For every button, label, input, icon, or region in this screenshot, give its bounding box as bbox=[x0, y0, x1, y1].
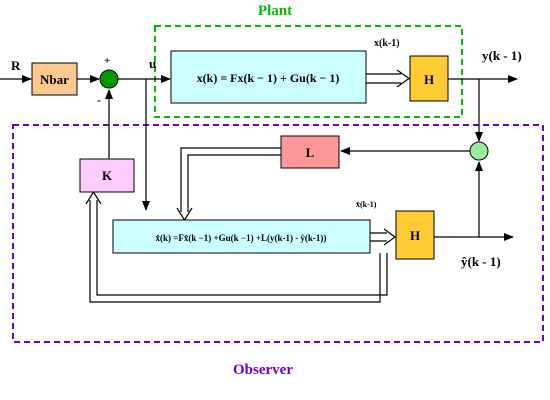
l-block bbox=[280, 135, 340, 169]
state-double-arrow bbox=[366, 69, 411, 88]
r-label: R bbox=[11, 58, 21, 73]
l-label: L bbox=[306, 145, 315, 160]
h-plant-block bbox=[409, 55, 449, 102]
plus-sign: + bbox=[104, 55, 110, 67]
plant-title: Plant bbox=[258, 3, 292, 19]
xhat-km1-label: x̂(k-1) bbox=[356, 200, 377, 209]
sum-junction bbox=[99, 69, 119, 89]
x-km1-label: x(k-1) bbox=[374, 38, 400, 49]
h-observer-label: H bbox=[410, 228, 420, 243]
k-block bbox=[79, 158, 135, 193]
observer-equation-block bbox=[112, 219, 371, 254]
plant-equation: x(k) = Fx(k − 1) + Gu(k − 1) bbox=[197, 71, 340, 85]
minus-sign: - bbox=[97, 93, 101, 107]
h-observer-block bbox=[395, 210, 435, 260]
observer-title: Observer bbox=[233, 362, 293, 378]
k-label: K bbox=[102, 168, 113, 183]
l-double-arrow bbox=[176, 147, 281, 222]
plant-region bbox=[154, 25, 463, 118]
plant-equation-block bbox=[170, 50, 367, 104]
sum-junction-observer bbox=[469, 141, 489, 161]
observer-equation: x̂(k) =Fx̂(k −1) +Gu(k −1) +L(y(k-1) - ŷ… bbox=[156, 233, 327, 243]
y-label: y(k - 1) bbox=[482, 48, 522, 63]
u-label: u bbox=[149, 56, 156, 71]
observer-region bbox=[12, 124, 544, 343]
estimate-double-arrow bbox=[370, 228, 397, 246]
h-plant-label: H bbox=[424, 72, 434, 87]
nbar-label: Nbar bbox=[40, 72, 69, 87]
yhat-label: ŷ(k - 1) bbox=[461, 254, 501, 269]
nbar-block bbox=[31, 62, 78, 96]
